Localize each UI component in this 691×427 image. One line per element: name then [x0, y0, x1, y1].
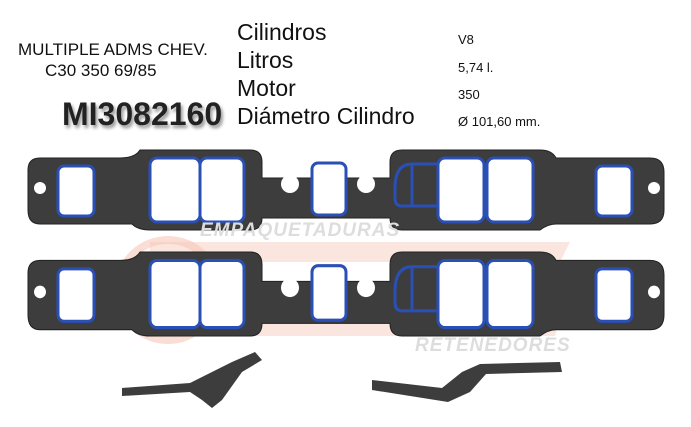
lower-gasket [26, 250, 666, 338]
runner-gasket-right [372, 362, 562, 402]
spec-value-cilindros: V8 [458, 32, 474, 47]
spec-value-litros: 5,74 l. [458, 60, 494, 75]
watermark-bottom-text: RETENEDORES [415, 335, 571, 356]
spec-value-diametro: Ø 101,60 mm. [458, 114, 541, 129]
upper-gasket [26, 148, 666, 232]
spec-label-diametro: Diámetro Cilindro [237, 103, 415, 129]
product-code: MI3082160 [62, 96, 223, 132]
spec-value-motor: 350 [458, 87, 480, 102]
spec-label-litros: Litros [237, 47, 294, 73]
spec-label-motor: Motor [237, 75, 296, 101]
spec-label-cilindros: Cilindros [237, 19, 327, 45]
product-title-line1: MULTIPLE ADMS CHEV. [18, 40, 208, 59]
watermark-top-text: EMPAQUETADURAS [200, 220, 401, 241]
runner-gasket-left [122, 352, 262, 408]
product-title-line2: C30 350 69/85 [45, 61, 157, 80]
